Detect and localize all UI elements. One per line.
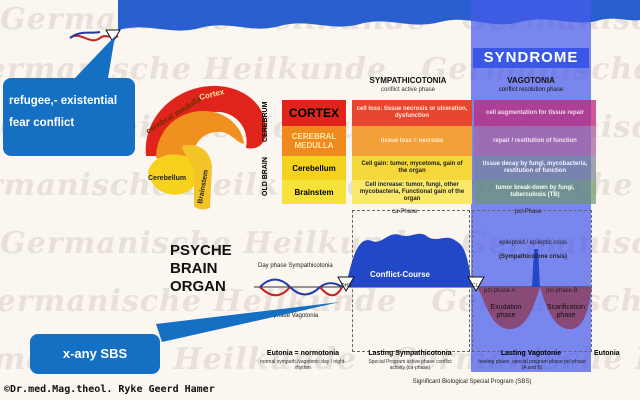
vagotonia-header: VAGOTONIA <box>507 76 555 85</box>
lasting-vago-label: Lasting Vagotonie <box>500 350 562 357</box>
lasting-symp-label: Lasting Sympathicotonia <box>368 350 452 357</box>
layer-brainstem-label: Brainstem <box>294 187 334 197</box>
symp-row-medulla: tissue loss = necrosis <box>352 126 472 156</box>
brain-illustration: Cortex cerebral medulla Cerebellum Brain… <box>144 85 267 210</box>
layer-cerebellum: Cerebellum <box>282 156 346 180</box>
organ-word: ORGAN <box>170 278 226 295</box>
sympathicotonia-header: SYMPATHICOTONIA <box>369 76 447 85</box>
vagotonia-subheader: conflict resolution phase <box>498 87 564 93</box>
symp-row-cerebellum: Cell gain: tumor, mycetoma, gain of the … <box>352 156 472 180</box>
pcl-b-label: pcl-phase B <box>546 288 578 294</box>
conflict-course-label: Conflict-Course <box>370 270 430 279</box>
callout-pointer <box>75 36 115 78</box>
brain-side-labels: OLD BRAIN CEREBRUM <box>262 100 276 200</box>
night-phase-label: Night phase Vagotonia <box>258 313 319 319</box>
old-brain-label: OLD BRAIN <box>262 157 269 196</box>
sbs-pointer <box>156 302 340 342</box>
copyright-text: ©Dr.med.Mag.theol. Ryke Geerd Hamer <box>4 384 215 395</box>
cerebrum-label: CEREBRUM <box>262 101 269 142</box>
psyche-brain-organ: PSYCHE BRAIN ORGAN <box>170 242 232 296</box>
layer-medulla-label: CEREBRAL MEDULLA <box>291 132 337 150</box>
conflict-curve <box>254 233 592 330</box>
symp-row-brainstem: Cell increase: tumor, fungi, other mycob… <box>352 180 472 204</box>
pcl-phase-label: pcl-Phase <box>515 209 542 215</box>
vago-row-brainstem: tumor break-down by fungi, tuberculosis … <box>474 180 596 204</box>
vago-row-cerebellum: tissue decay by fungi, mycobacteria, res… <box>474 156 596 180</box>
layer-cerebellum-label: Cerebellum <box>292 163 336 173</box>
brain-word: BRAIN <box>170 260 218 277</box>
sbs-callout: x-any SBS <box>30 334 160 374</box>
eutonia-label: Eutonia = normotonia <box>266 350 340 357</box>
lasting-symp-sub: Special Program active phase conflict ac… <box>368 359 452 371</box>
conflict-callout: refugee,- existential fear conflict <box>3 78 135 156</box>
ca-phase-label: ca-Phase <box>392 209 418 215</box>
dhs-label: DHS <box>341 283 352 289</box>
lasting-vago-sub: healing phase, special program phase pcl… <box>478 359 586 371</box>
layer-cortex: CORTEX <box>282 100 346 126</box>
cl-label: CL <box>472 283 479 289</box>
vago-row-medulla: repair / restitution of function <box>474 126 596 156</box>
layer-medulla: CEREBRAL MEDULLA <box>282 126 346 156</box>
day-phase-label: Day phase Sympathicotonia <box>258 263 333 269</box>
eutonia-right-label: Eutonia <box>594 350 620 357</box>
syndrome-title: SYNDROME <box>473 48 589 68</box>
eutonia-sub: normal sympath./vagotonic day / night-rh… <box>260 359 346 371</box>
sbs-caption: Significant Biological Special Program (… <box>412 379 532 385</box>
conflict-callout-text: refugee,- existential fear conflict <box>9 95 118 129</box>
sympathicotonia-subheader: conflict active phase <box>380 87 436 93</box>
layer-cortex-label: CORTEX <box>288 106 339 120</box>
symp-row-cortex: cell loss: tissue necrosis or ulceration… <box>352 100 472 126</box>
pcl-a-label: pcl-phase A <box>484 288 516 294</box>
sympathicotone-crisis-label: (Sympathicotone crisis) <box>498 254 567 260</box>
vago-row-cortex: cell augmentation for tissue repair <box>474 100 596 126</box>
psyche-word: PSYCHE <box>170 242 232 259</box>
exudation-label: Exudation phase <box>490 304 522 319</box>
scarification-label: Scarification phase <box>546 304 586 319</box>
brain-label-cerebellum: Cerebellum <box>148 175 186 182</box>
epi-crisis-label: epileptoid / epileptic crisis <box>498 240 568 246</box>
layer-brainstem: Brainstem <box>282 180 346 204</box>
